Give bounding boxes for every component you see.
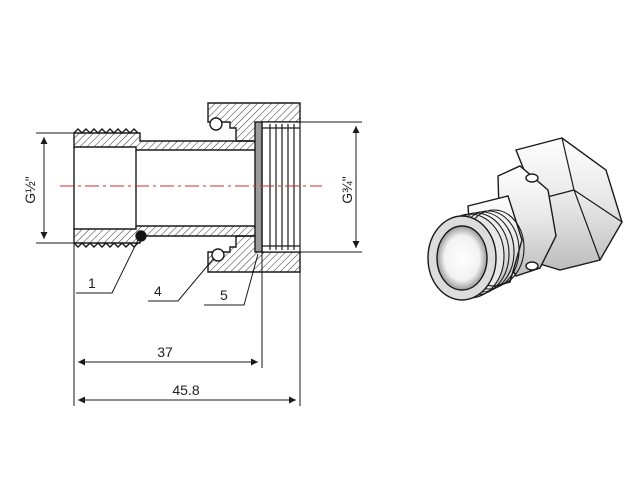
dimension-37: 37 xyxy=(157,344,173,360)
bore-outline xyxy=(73,147,137,229)
leader-lines xyxy=(76,239,259,306)
nut-internal-thread xyxy=(261,121,301,253)
callout-1: 1 xyxy=(88,275,96,291)
dim-lengths xyxy=(73,243,301,406)
callout-5: 5 xyxy=(220,287,228,303)
section-view xyxy=(36,102,362,406)
nut-top xyxy=(207,102,301,142)
thread-label-left: G½" xyxy=(22,176,38,204)
nipple-top-wall xyxy=(73,128,263,151)
dim-left-thread xyxy=(36,132,74,244)
thread-label-right: G¾" xyxy=(339,176,355,204)
iso-bore xyxy=(436,225,488,291)
isometric-view xyxy=(427,137,623,301)
o-ring xyxy=(135,230,147,242)
nut-bottom xyxy=(207,235,301,273)
dimension-45-8: 45.8 xyxy=(172,382,199,398)
nipple-bottom-wall xyxy=(73,225,263,248)
callout-4: 4 xyxy=(154,283,162,299)
dim-right-thread xyxy=(300,121,362,253)
gasket xyxy=(254,121,263,253)
